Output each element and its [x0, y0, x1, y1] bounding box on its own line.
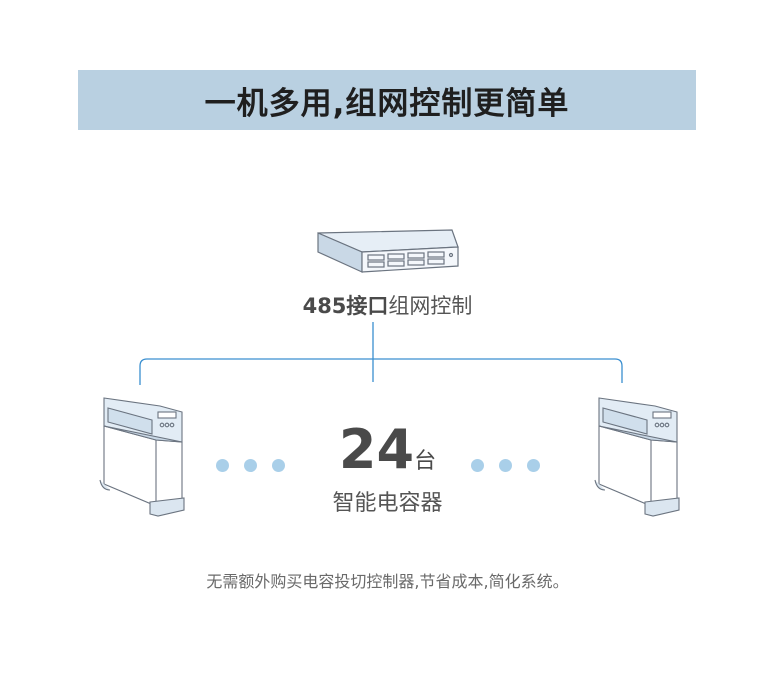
capacitor-icon-left	[99, 397, 185, 517]
ellipsis-dot	[272, 459, 285, 472]
interface-bold: 485接口	[302, 294, 389, 318]
switch-icon	[317, 229, 459, 273]
ellipsis-dot	[471, 459, 484, 472]
device-name: 智能电容器	[332, 491, 443, 516]
capacitor-icon-right	[594, 397, 680, 517]
interface-label: 485接口组网控制	[0, 290, 775, 320]
interface-rest: 组网控制	[388, 294, 473, 318]
count-number: 24	[338, 418, 415, 481]
ellipsis-dot	[499, 459, 512, 472]
ellipsis-dot	[244, 459, 257, 472]
title-banner: 一机多用,组网控制更简单	[78, 70, 696, 130]
ellipsis-dot	[216, 459, 229, 472]
device-count: 24台	[0, 418, 775, 481]
banner-title: 一机多用,组网控制更简单	[204, 85, 570, 122]
ellipsis-dot	[527, 459, 540, 472]
footer-text: 无需额外购买电容投切控制器,节省成本,简化系统。	[206, 572, 569, 591]
count-unit: 台	[414, 449, 437, 474]
connection-lines	[139, 322, 623, 385]
